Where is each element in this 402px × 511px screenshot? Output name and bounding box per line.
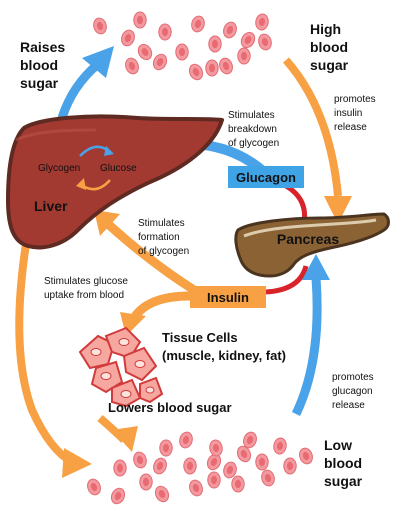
stimulates-uptake-text: Stimulates glucose uptake from blood <box>44 276 128 301</box>
labels-promotes-glucagon-1-line: glucagon <box>332 386 373 397</box>
liver-label: Liver <box>34 198 68 214</box>
labels-tissue-cells-0-line: Tissue Cells <box>162 330 238 345</box>
labels-stimulates-formation-2-line: of glycogen <box>138 246 189 257</box>
low-blood-sugar-text: Low blood sugar <box>324 437 363 489</box>
glucagon-label: Glucagon <box>236 170 296 185</box>
pancreas-label: Pancreas <box>277 231 339 247</box>
promotes-insulin-arrow <box>282 57 352 224</box>
labels-stimulates-uptake-0-line: Stimulates glucose <box>44 276 128 287</box>
labels-tissue-cells-1-line: (muscle, kidney, fat) <box>162 348 286 363</box>
glycogen-label: Glycogen <box>38 163 80 174</box>
pancreas-icon <box>234 212 390 278</box>
tissue-cells-icon <box>78 326 164 408</box>
glucose-label: Glucose <box>100 163 137 174</box>
labels-promotes-glucagon-0-line: promotes <box>332 372 374 383</box>
insulin-to-liver-arrow <box>94 210 197 294</box>
labels-high-blood-sugar-0-line: High <box>310 21 341 37</box>
high-blood-sugar-text: High blood sugar <box>310 21 349 73</box>
labels-low-blood-sugar-2-line: sugar <box>324 473 363 489</box>
stimulates-breakdown-text: Stimulates breakdown of glycogen <box>228 110 279 149</box>
labels-high-blood-sugar-2-line: sugar <box>310 57 349 73</box>
stimulates-formation-text: Stimulates formation of glycogen <box>138 218 189 257</box>
high-blood-sugar-cells <box>91 11 274 83</box>
glucagon-box: Glucagon <box>228 166 304 188</box>
liver-to-low-sugar-arrow <box>15 243 92 478</box>
labels-promotes-insulin-1-line: insulin <box>334 108 362 119</box>
low-blood-sugar-cells <box>84 429 316 507</box>
promotes-insulin-text: promotes insulin release <box>334 94 376 133</box>
raises-blood-sugar-text: Raises blood sugar <box>20 39 65 91</box>
labels-promotes-insulin-0-line: promotes <box>334 94 376 105</box>
insulin-label: Insulin <box>207 290 249 305</box>
tissue-cells-text: Tissue Cells (muscle, kidney, fat) <box>162 330 286 363</box>
labels-stimulates-breakdown-2-line: of glycogen <box>228 138 279 149</box>
labels-promotes-glucagon-2-line: release <box>332 400 365 411</box>
labels-stimulates-breakdown-1-line: breakdown <box>228 124 277 135</box>
promotes-glucagon-arrow <box>291 254 330 416</box>
labels-raises-blood-sugar-2-line: sugar <box>20 75 59 91</box>
labels-low-blood-sugar-0-line: Low <box>324 437 352 453</box>
labels-raises-blood-sugar-0-line: Raises <box>20 39 65 55</box>
labels-low-blood-sugar-1-line: blood <box>324 455 362 471</box>
labels-stimulates-breakdown-0-line: Stimulates <box>228 110 275 121</box>
labels-promotes-insulin-2-line: release <box>334 122 367 133</box>
insulin-box: Insulin <box>190 286 266 308</box>
liver-icon <box>6 114 224 250</box>
labels-stimulates-uptake-1-line: uptake from blood <box>44 290 124 301</box>
labels-stimulates-formation-1-line: formation <box>138 232 180 243</box>
raises-blood-sugar-arrow <box>57 46 114 120</box>
labels-high-blood-sugar-1-line: blood <box>310 39 348 55</box>
labels-stimulates-formation-0-line: Stimulates <box>138 218 185 229</box>
lowers-blood-sugar-arrow <box>97 414 138 452</box>
promotes-glucagon-text: promotes glucagon release <box>332 372 374 411</box>
lowers-blood-sugar-text: Lowers blood sugar <box>108 400 232 415</box>
labels-raises-blood-sugar-1-line: blood <box>20 57 58 73</box>
